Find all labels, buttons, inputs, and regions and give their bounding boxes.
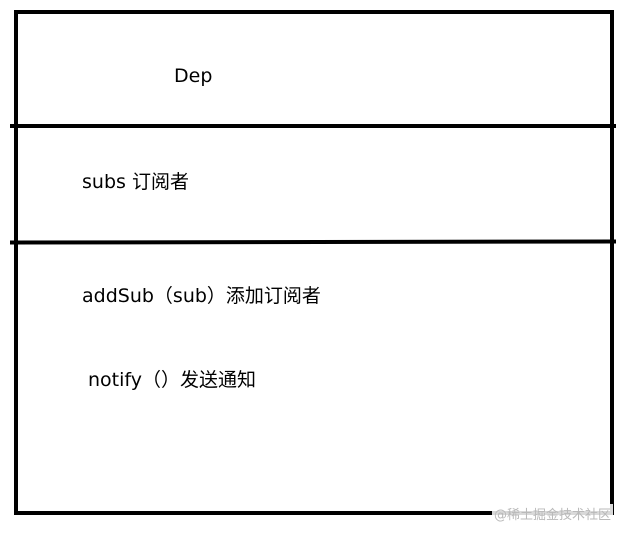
class-box — [14, 10, 614, 515]
header-divider — [10, 124, 616, 128]
watermark: @稀土掘金技术社区 — [491, 504, 613, 523]
class-method: notify（）发送通知 — [88, 369, 256, 391]
class-name: Dep — [174, 65, 213, 87]
class-field: subs 订阅者 — [82, 171, 189, 193]
class-method: addSub（sub）添加订阅者 — [82, 285, 321, 307]
